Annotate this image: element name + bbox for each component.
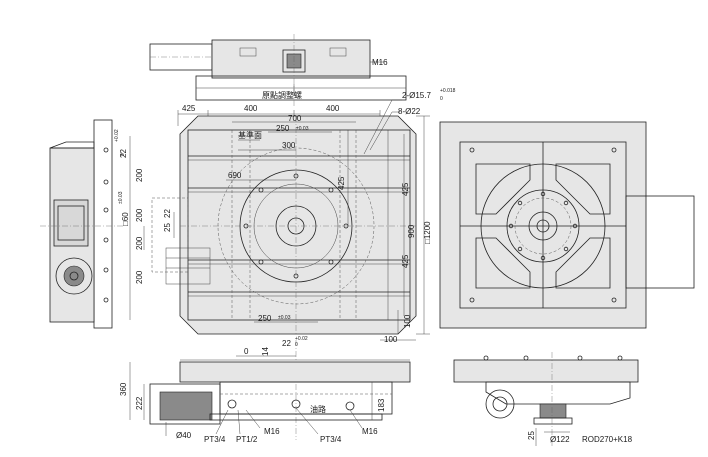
dim-690: 690: [228, 171, 242, 180]
dim-22-left: 22: [119, 149, 128, 158]
dim-25-side: 25: [527, 431, 536, 440]
dim-100-vertical: 100: [403, 314, 412, 328]
dim-250-bottom-tol: ±0.03: [278, 315, 291, 321]
top-elevation-view: M16 原點調整螺: [149, 34, 407, 106]
dim-250-top: 250: [276, 124, 290, 133]
dim-14-front: 14: [261, 347, 270, 356]
pt34-label-a: PT3/4: [204, 435, 226, 444]
dim-183: 183: [377, 398, 386, 412]
dim-22-tol-upper: +0.02: [114, 129, 120, 142]
dim-22-left-small: 22: [163, 209, 172, 218]
dim-425-inner: 425: [337, 176, 346, 190]
hole-spec-2x15-7: 2-Ø15.7: [402, 91, 431, 100]
front-elevation-view: 0 14 22 +0.02 0 360 222 183 油路 Ø40 PT3/4…: [119, 336, 411, 444]
hole-spec-8x22: 8-Ø22: [398, 107, 421, 116]
dim-425-top: 425: [182, 104, 196, 113]
dim-200-left-c: 200: [135, 236, 144, 250]
dim-60-tol: ±0.03: [118, 191, 124, 204]
side-elevation-view: 25 Ø122 ROD270+K18: [453, 352, 639, 446]
dim-400-top-right: 400: [326, 104, 340, 113]
dim-250-top-tol: ±0.03: [296, 126, 309, 132]
hole-spec-tol-lower: 0: [440, 96, 443, 102]
dim-200-left-b: 200: [135, 208, 144, 222]
dim-222: 222: [135, 396, 144, 410]
dim-700: 700: [288, 114, 302, 123]
dim-22-front-tol-upper: +0.02: [295, 336, 308, 342]
m16-label-b: M16: [362, 427, 378, 436]
pt34-label-b: PT3/4: [320, 435, 342, 444]
dim-425-right-a: 425: [401, 182, 410, 196]
rod-spec-label: ROD270+K18: [582, 435, 633, 444]
dim-360: 360: [119, 382, 128, 396]
pt12-label: PT1/2: [236, 435, 258, 444]
main-plan-view: 425 400 400: [151, 88, 456, 344]
dim-22-front-tol-lower: 0: [295, 342, 298, 348]
oil-drain-label: 油路: [310, 404, 326, 414]
dim-22-tol-lower: 0: [120, 153, 126, 156]
dim-0-front: 0: [244, 347, 249, 356]
dim-1200: □1200: [423, 221, 432, 244]
dim-100-horizontal: 100: [384, 335, 398, 344]
right-plan-view: [439, 121, 695, 329]
origin-adjust-label: 原點調整螺: [262, 90, 302, 100]
dim-400-top-left: 400: [244, 104, 258, 113]
dim-425-right-b: 425: [401, 254, 410, 268]
m16-label-top: M16: [372, 58, 388, 67]
dim-40: Ø40: [176, 431, 192, 440]
dim-60-square: □60: [121, 212, 130, 226]
m16-label-a: M16: [264, 427, 280, 436]
dim-200-left-a: 200: [135, 168, 144, 182]
dim-300: 300: [282, 141, 296, 150]
dim-900: 900: [407, 224, 416, 238]
left-side-view: 22 +0.02 0 200 200 200 200 □60 ±0.03 25 …: [40, 119, 175, 329]
dim-22-front: 22: [282, 339, 291, 348]
right-bolt-holes: [508, 191, 578, 261]
hole-spec-tol-upper: +0.018: [440, 88, 456, 94]
dim-200-left-d: 200: [135, 270, 144, 284]
dim-250-bottom: 250: [258, 314, 272, 323]
dim-25-left: 25: [163, 223, 172, 232]
reference-face-label: 基準面: [238, 130, 262, 140]
dim-122: Ø122: [550, 435, 570, 444]
